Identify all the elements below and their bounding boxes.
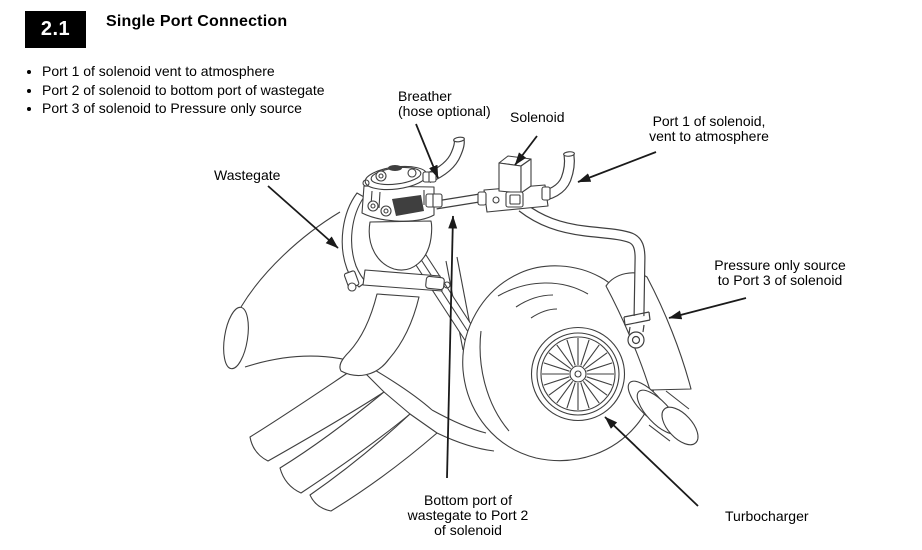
- exhaust-manifold-drawing: [223, 211, 495, 512]
- section-number-badge: 2.1: [25, 11, 86, 48]
- hose-clamp-and-nipple: [623, 311, 651, 349]
- callout-pressure-source: Pressure only source to Port 3 of soleno…: [714, 257, 846, 288]
- breather-hose: [425, 136, 465, 184]
- list-item: Port 3 of solenoid to Pressure only sour…: [42, 99, 325, 118]
- pressure-hose: [518, 202, 646, 317]
- callout-turbocharger: Turbocharger: [725, 508, 809, 524]
- list-item: Port 1 of solenoid vent to atmosphere: [42, 62, 325, 81]
- page-title: Single Port Connection: [106, 13, 288, 30]
- wastegate-arrow: [267, 185, 339, 249]
- solenoid-arrow: [514, 135, 538, 166]
- callout-breather: Breather (hose optional): [398, 88, 491, 119]
- list-item: Port 2 of solenoid to bottom port of was…: [42, 81, 325, 100]
- turbocharger-drawing: [462, 265, 699, 462]
- pressure-source-arrow: [668, 297, 747, 320]
- solenoid-drawing: [477, 155, 551, 213]
- port1-arrow: [577, 151, 657, 183]
- callout-wastegate: Wastegate: [214, 167, 281, 183]
- bottom-port-arrow: [446, 215, 458, 479]
- turbocharger-arrow: [604, 416, 699, 507]
- callout-bottom-port: Bottom port of wastegate to Port 2 of so…: [407, 492, 529, 538]
- breather-arrow: [415, 123, 439, 179]
- instruction-list: Port 1 of solenoid vent to atmosphere Po…: [26, 62, 325, 118]
- callout-port1-vent: Port 1 of solenoid, vent to atmosphere: [649, 113, 769, 144]
- compressor-wheel: [542, 338, 614, 410]
- callout-solenoid: Solenoid: [510, 109, 565, 125]
